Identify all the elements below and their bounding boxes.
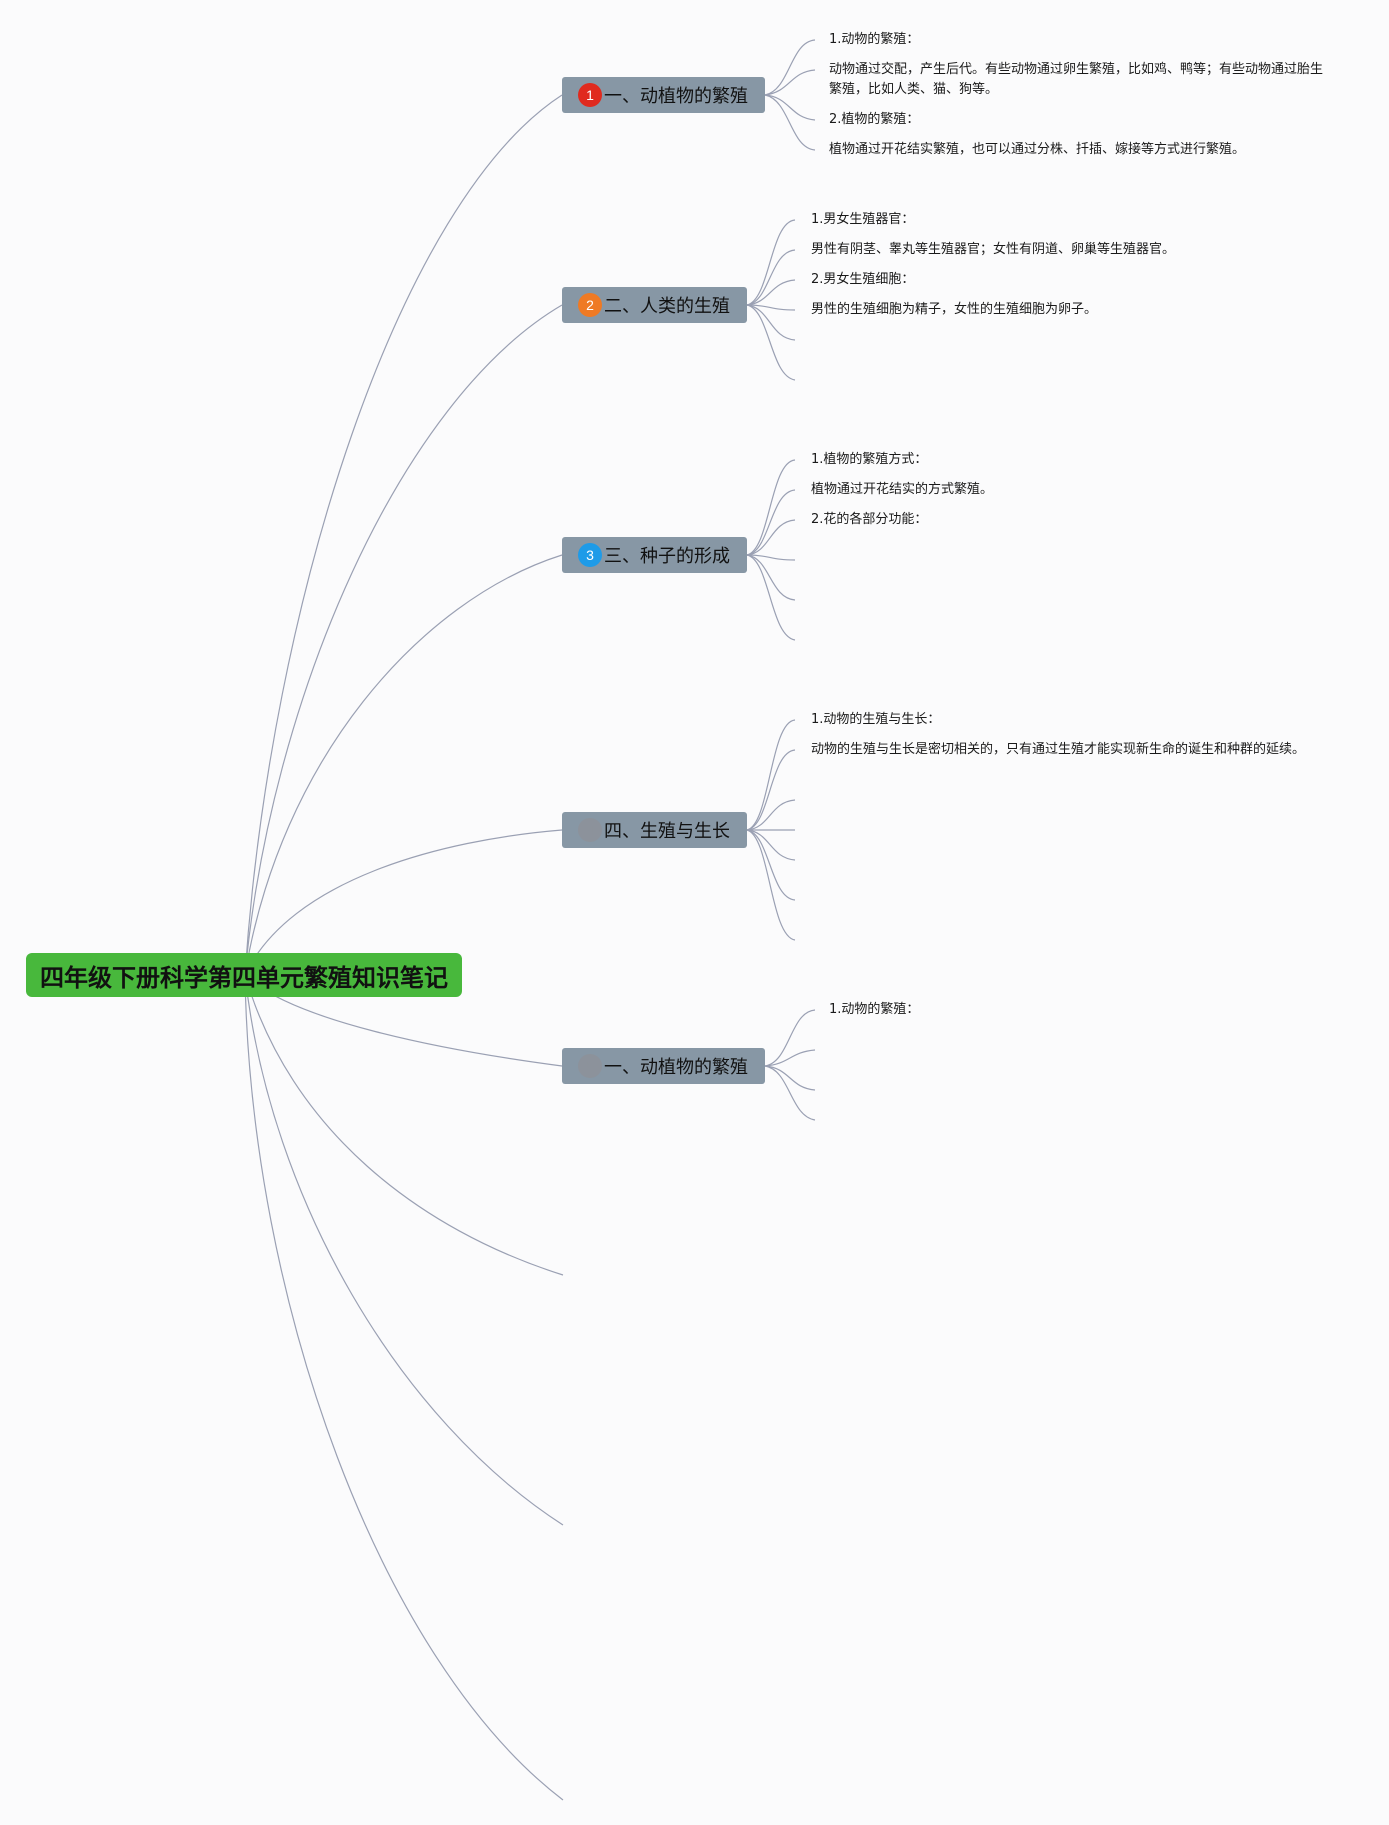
topic-3-note-2[interactable]: 植物通过开花结实的方式繁殖。 [811,482,994,497]
link-topic-3-child-6 [746,554,796,641]
link-topic-4-child-7 [746,829,796,941]
link-topic-4-child-3 [746,799,796,831]
link-root-branch-6 [244,974,564,1276]
topic-5-label: 一、动植物的繁殖 [604,1057,748,1078]
link-topic-3-child-2 [746,489,796,556]
priority-2-icon: 2 [578,293,602,317]
priority-4-icon: 4 [578,818,602,842]
root-topic-label: 四年级下册科学第四单元繁殖知识笔记 [40,963,448,992]
link-root-topic-3 [244,554,563,976]
link-topic-2-child-1 [746,219,796,306]
topic-4-note-2[interactable]: 动物的生殖与生长是密切相关的，只有通过生殖才能实现新生命的诞生和种群的延续。 [811,742,1306,757]
topic-4[interactable]: 4 四、生殖与生长 [562,812,747,848]
link-root-topic-2 [244,304,563,976]
link-topic-5-child-2 [764,1049,816,1067]
topic-5[interactable]: 5 一、动植物的繁殖 [562,1048,765,1084]
link-topic-3-child-1 [746,459,796,556]
topic-3[interactable]: 3 三、种子的形成 [562,537,747,573]
link-topic-5-child-1 [764,1009,816,1067]
topic-1[interactable]: 1 一、动植物的繁殖 [562,77,765,113]
link-topic-1-child-2 [764,69,816,96]
topic-5-note-1[interactable]: 1.动物的繁殖： [829,1002,920,1017]
link-topic-4-child-2 [746,749,796,831]
link-topic-5-child-3 [764,1065,816,1091]
topic-1-note-2[interactable]: 动物通过交配，产生后代。有些动物通过卵生繁殖，比如鸡、鸭等；有些动物通过胎生繁殖… [829,62,1324,97]
link-topic-1-child-1 [764,39,816,96]
link-root-branch-7 [244,974,564,1526]
link-topic-2-child-2 [746,249,796,306]
link-topic-2-child-6 [746,304,796,381]
topic-3-label: 三、种子的形成 [604,546,730,567]
topic-2-note-3[interactable]: 2.男女生殖细胞： [811,272,915,287]
topic-2-note-4[interactable]: 男性的生殖细胞为精子，女性的生殖细胞为卵子。 [811,302,1098,317]
link-root-topic-1 [244,94,563,976]
link-topic-4-child-1 [746,719,796,831]
topic-2-note-2[interactable]: 男性有阴茎、睾丸等生殖器官；女性有阴道、卵巢等生殖器官。 [811,242,1176,257]
topic-4-note-1[interactable]: 1.动物的生殖与生长： [811,712,941,727]
link-root-topic-4 [244,829,563,976]
link-topic-4-child-6 [746,829,796,901]
link-root-branch-8 [244,974,564,1801]
topic-2-note-1[interactable]: 1.男女生殖器官： [811,212,915,227]
link-topic-3-child-5 [746,554,796,601]
topic-2-label: 二、人类的生殖 [604,296,730,317]
priority-1-icon: 1 [578,83,602,107]
topic-1-label: 一、动植物的繁殖 [604,86,748,107]
link-topic-5-child-4 [764,1065,816,1121]
priority-3-icon: 3 [578,543,602,567]
link-topic-1-child-4 [764,94,816,151]
topic-1-note-4[interactable]: 植物通过开花结实繁殖，也可以通过分株、扦插、嫁接等方式进行繁殖。 [829,142,1246,157]
root-topic[interactable]: 四年级下册科学第四单元繁殖知识笔记 [26,953,462,997]
priority-5-icon: 5 [578,1054,602,1078]
link-topic-2-child-5 [746,304,796,341]
link-topic-2-child-3 [746,279,796,306]
topic-2[interactable]: 2 二、人类的生殖 [562,287,747,323]
link-topic-3-child-3 [746,519,796,556]
topic-1-note-1[interactable]: 1.动物的繁殖： [829,32,920,47]
link-topic-3-child-4 [746,554,796,561]
link-topic-4-child-5 [746,829,796,861]
topic-3-note-1[interactable]: 1.植物的繁殖方式： [811,452,928,467]
topic-4-label: 四、生殖与生长 [604,821,730,842]
topic-1-note-3[interactable]: 2.植物的繁殖： [829,112,920,127]
link-topic-2-child-4 [746,304,796,311]
link-topic-1-child-3 [764,94,816,121]
topic-3-note-3[interactable]: 2.花的各部分功能： [811,512,928,527]
